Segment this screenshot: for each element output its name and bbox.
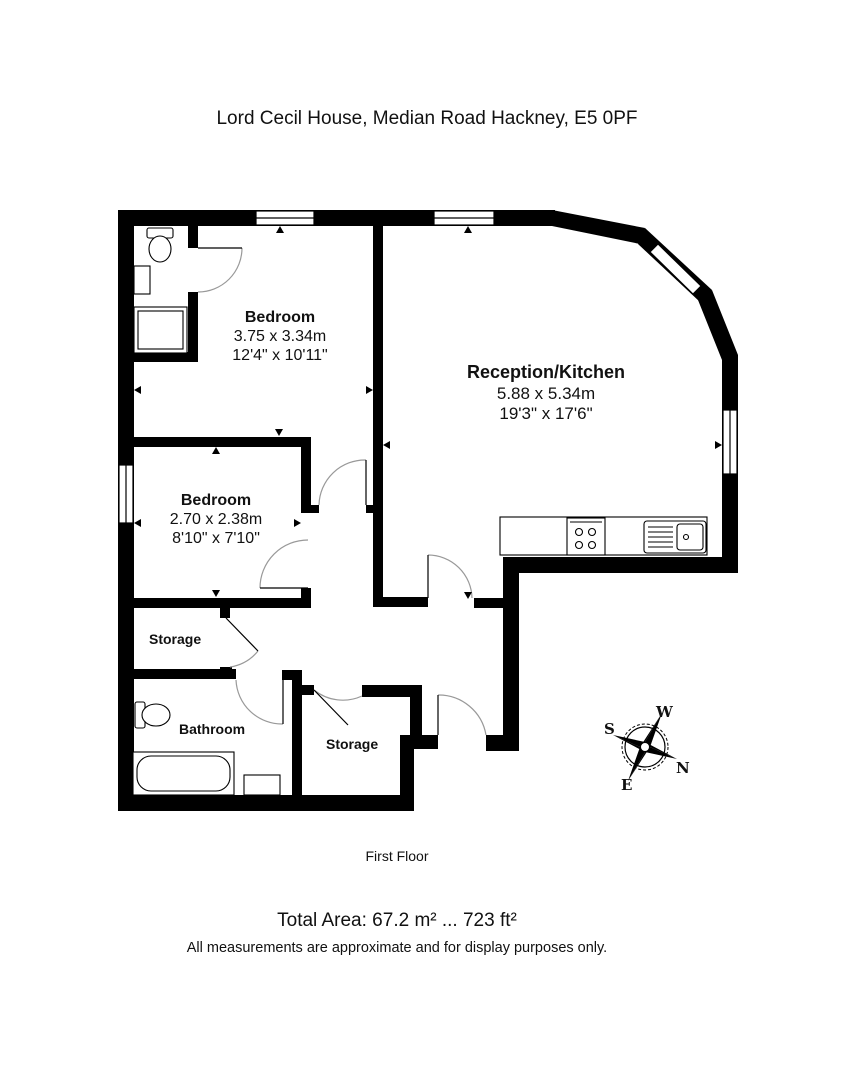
compass-label-s: S xyxy=(604,720,615,738)
fixtures xyxy=(132,227,708,796)
room-label-bedroom-2: Bedroom 2.70 x 2.38m 8'10" x 7'10" xyxy=(146,491,286,549)
hob xyxy=(566,517,606,556)
windows xyxy=(118,210,738,524)
room-label-reception-kitchen: Reception/Kitchen 5.88 x 5.34m 19'3" x 1… xyxy=(436,362,656,424)
shower-tray xyxy=(133,306,188,354)
compass-label-w: W xyxy=(656,703,673,721)
disclaimer: All measurements are approximate and for… xyxy=(186,940,608,956)
toilet-bowl-bathroom xyxy=(141,703,171,727)
dimension-markers xyxy=(134,226,722,599)
total-area: Total Area: 67.2 m² ... 723 ft² xyxy=(277,910,517,931)
compass-label-e: E xyxy=(621,776,633,794)
room-imperial: 19'3" x 17'6" xyxy=(499,403,593,423)
ensuite-sink xyxy=(133,265,151,295)
room-imperial: 8'10" x 7'10" xyxy=(172,530,260,548)
toilet-bowl-ensuite xyxy=(148,235,172,263)
room-label-storage-2: Storage xyxy=(326,736,379,752)
room-name: Bedroom xyxy=(180,492,252,509)
room-label-bathroom: Bathroom xyxy=(179,721,246,737)
room-metric: 5.88 x 5.34m xyxy=(496,383,596,403)
compass-rose-icon xyxy=(613,713,677,781)
room-metric: 3.75 x 3.34m xyxy=(233,328,327,346)
room-metric: 2.70 x 2.38m xyxy=(169,511,263,529)
sink-drainer-lines xyxy=(570,521,673,548)
door-arcs xyxy=(197,247,487,736)
compass-label-n: N xyxy=(676,759,690,777)
property-address: Lord Cecil House, Median Road Hackney, E… xyxy=(216,108,638,129)
room-name: Bedroom xyxy=(244,309,316,326)
room-imperial: 12'4" x 10'11" xyxy=(232,347,328,365)
room-name: Reception/Kitchen xyxy=(466,362,626,382)
room-label-bedroom-1: Bedroom 3.75 x 3.34m 12'4" x 10'11" xyxy=(200,308,360,366)
room-label-storage-1: Storage xyxy=(149,631,202,647)
floor-label: First Floor xyxy=(365,848,429,864)
bathroom-sink xyxy=(243,774,281,796)
